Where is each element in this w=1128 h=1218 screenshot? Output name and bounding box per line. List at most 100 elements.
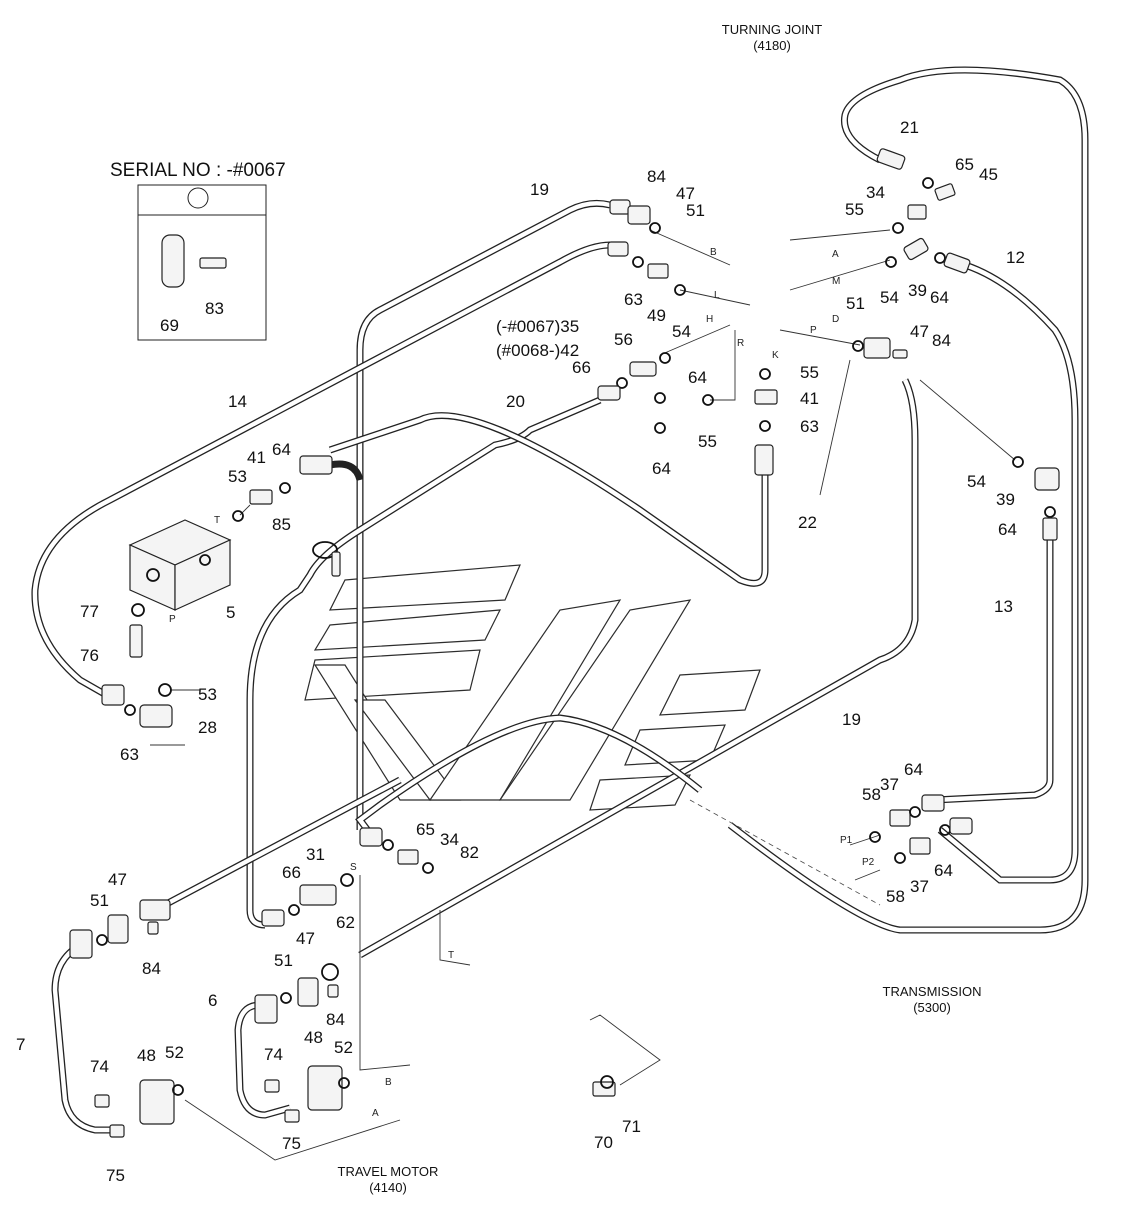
- callout: 55: [800, 363, 819, 382]
- callout: 66: [572, 358, 591, 377]
- port-labels: B A M D P L H R K T P S T B A P1 P2: [169, 247, 875, 1119]
- callout: 34: [440, 830, 459, 849]
- callout: 47: [108, 870, 127, 889]
- callout: 77: [80, 602, 99, 621]
- callout: 74: [90, 1057, 109, 1076]
- port-label: P1: [840, 835, 853, 846]
- watermark-logo: [304, 564, 761, 811]
- port-label: S: [350, 862, 357, 873]
- valve-block: [128, 519, 232, 611]
- callout: 51: [846, 294, 865, 313]
- port-label: A: [372, 1108, 379, 1119]
- callout: 54: [672, 322, 691, 341]
- callout: 39: [996, 490, 1015, 509]
- fittings: [69, 148, 1060, 1138]
- callout: 62: [336, 913, 355, 932]
- serial-old-label: (-#0067)35: [496, 317, 579, 336]
- callout: 47: [676, 184, 695, 203]
- callout: 52: [165, 1043, 184, 1062]
- port-label: K: [772, 350, 779, 361]
- callout: 5: [226, 603, 235, 622]
- turning-joint-code: (4180): [753, 38, 791, 53]
- callout: 66: [282, 863, 301, 882]
- callout: 48: [137, 1046, 156, 1065]
- callout: 84: [932, 331, 951, 350]
- callout: 19: [530, 180, 549, 199]
- port-label: B: [710, 247, 717, 258]
- port-label: M: [832, 276, 840, 287]
- callout: 12: [1006, 248, 1025, 267]
- callout: 56: [614, 330, 633, 349]
- callout: 53: [228, 467, 247, 486]
- callout: 74: [264, 1045, 283, 1064]
- callout: 58: [886, 887, 905, 906]
- turning-joint-title: TURNING JOINT: [722, 22, 822, 37]
- callout: 64: [272, 440, 291, 459]
- callout: 14: [228, 392, 247, 411]
- callout: 37: [880, 775, 899, 794]
- callout: 49: [647, 306, 666, 325]
- callout: 53: [198, 685, 217, 704]
- callout: 7: [16, 1035, 25, 1054]
- callout: 6: [208, 991, 217, 1010]
- callout: 64: [652, 459, 671, 478]
- callout: 39: [908, 281, 927, 300]
- callout: 47: [296, 929, 315, 948]
- callout: 82: [460, 843, 479, 862]
- callout: 64: [930, 288, 949, 307]
- callout: 13: [994, 597, 1013, 616]
- callout: 54: [880, 288, 899, 307]
- callout: 83: [205, 299, 224, 318]
- port-label: P: [169, 614, 176, 625]
- serial-inset: [137, 184, 267, 341]
- callout: 75: [282, 1134, 301, 1153]
- callout: 52: [334, 1038, 353, 1057]
- callout: 65: [416, 820, 435, 839]
- callout: 85: [272, 515, 291, 534]
- callout: 84: [647, 167, 666, 186]
- port-label: T: [214, 515, 220, 526]
- callout: 51: [686, 201, 705, 220]
- callout: 41: [800, 389, 819, 408]
- callout: 84: [142, 959, 161, 978]
- callout: 34: [866, 183, 885, 202]
- callout: 63: [800, 417, 819, 436]
- callout: 65: [955, 155, 974, 174]
- callout: 64: [688, 368, 707, 387]
- transmission-title: TRANSMISSION: [883, 984, 982, 999]
- travel-motor-code: (4140): [369, 1180, 407, 1195]
- callout: 76: [80, 646, 99, 665]
- callout: 37: [910, 877, 929, 896]
- callout: 69: [160, 316, 179, 335]
- port-label: P2: [862, 857, 875, 868]
- callout: 48: [304, 1028, 323, 1047]
- callout: 20: [506, 392, 525, 411]
- callout: 47: [910, 322, 929, 341]
- callouts: 84 19 47 51 21 65 45 34 55 12 54 39 64 6…: [16, 118, 1025, 1185]
- transmission-code: (5300): [913, 1000, 951, 1015]
- travel-motor-title: TRAVEL MOTOR: [338, 1164, 439, 1179]
- callout: 64: [934, 861, 953, 880]
- port-label: H: [706, 314, 713, 325]
- callout: 31: [306, 845, 325, 864]
- callout: 41: [247, 448, 266, 467]
- callout: 51: [274, 951, 293, 970]
- callout: 54: [967, 472, 986, 491]
- callout: 64: [998, 520, 1017, 539]
- callout: 22: [798, 513, 817, 532]
- port-label: A: [832, 249, 839, 260]
- callout: 19: [842, 710, 861, 729]
- callout: 71: [622, 1117, 641, 1136]
- callout: 84: [326, 1010, 345, 1029]
- callout: 28: [198, 718, 217, 737]
- port-label: L: [714, 290, 720, 301]
- callout: 45: [979, 165, 998, 184]
- connection-lines: [150, 229, 1016, 1161]
- callout: 55: [698, 432, 717, 451]
- callout: 21: [900, 118, 919, 137]
- hose-routes: [31, 66, 1089, 1134]
- port-label: B: [385, 1077, 392, 1088]
- callout: 55: [845, 200, 864, 219]
- callout: 70: [594, 1133, 613, 1152]
